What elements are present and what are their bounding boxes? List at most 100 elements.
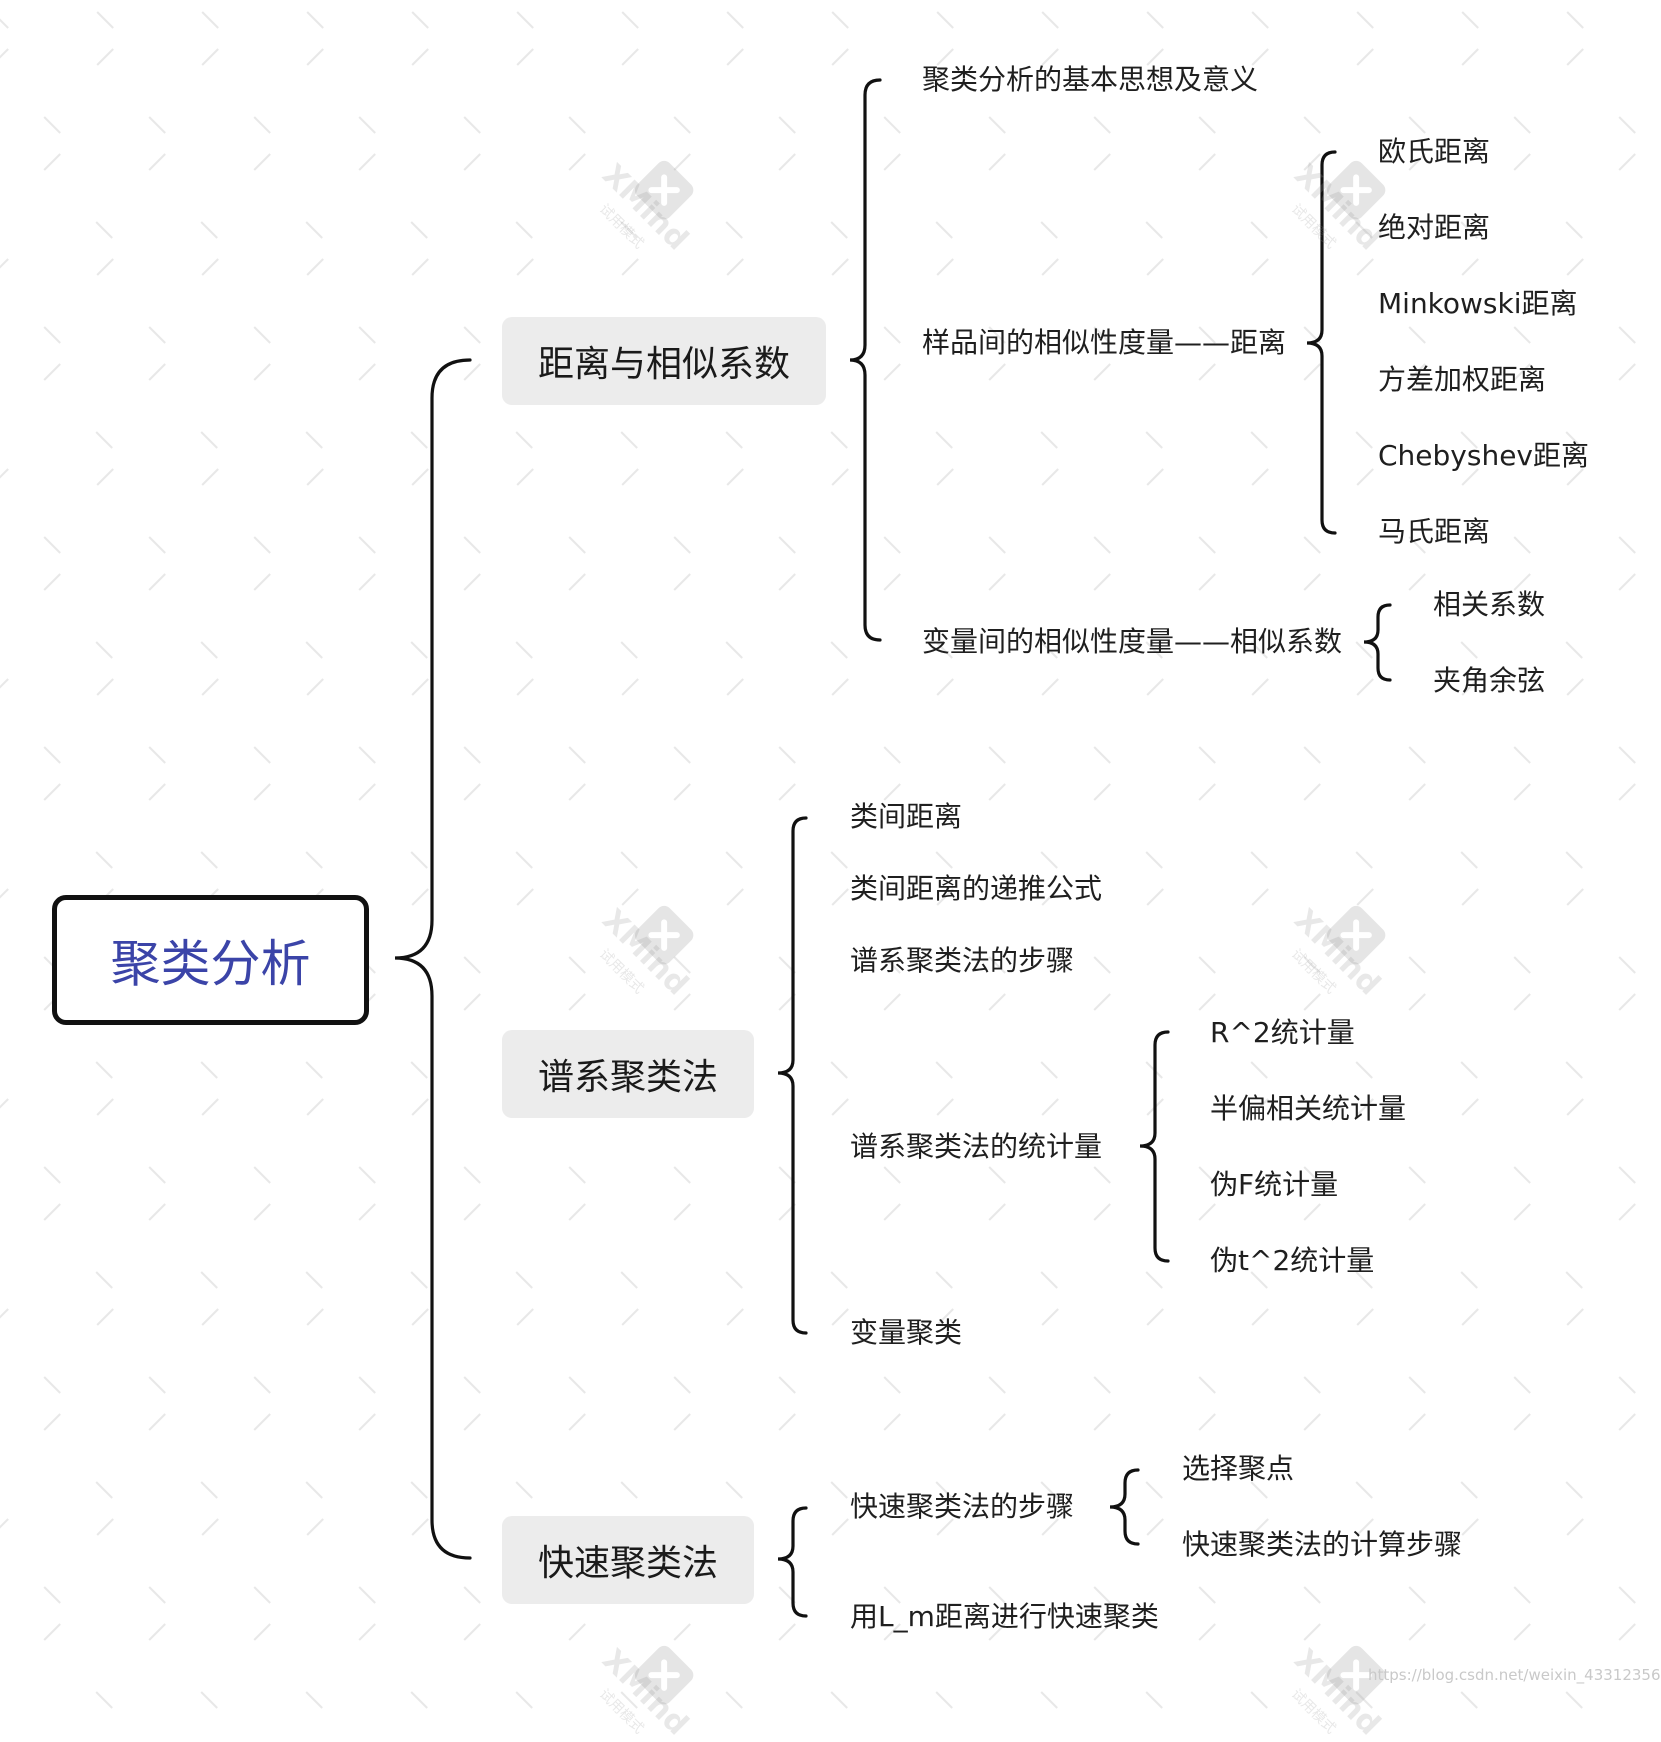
watermark-dash (148, 116, 166, 134)
branch-distance-similarity[interactable]: 距离与相似系数 (502, 317, 826, 405)
watermark-dash (1040, 1271, 1058, 1289)
watermark-dash (778, 1623, 796, 1641)
watermark-dash (1303, 1376, 1321, 1394)
watermark-dash (568, 153, 586, 171)
watermark-dash (410, 221, 428, 239)
watermark-dash (1513, 1413, 1531, 1431)
topic-variable-similarity[interactable]: 变量间的相似性度量——相似系数 (922, 625, 1343, 658)
watermark-dash (1250, 641, 1268, 659)
watermark-dash (1565, 641, 1583, 659)
watermark-dash (1251, 258, 1269, 276)
branch-hierarchical-clustering[interactable]: 谱系聚类法 (502, 1030, 754, 1118)
watermark-dash (673, 993, 691, 1011)
topic-between-cluster-distance[interactable]: 类间距离 (850, 800, 963, 833)
watermark-dash (568, 1623, 586, 1641)
watermark-dash (305, 1691, 323, 1709)
subtopic-variance-weighted-distance[interactable]: 方差加权距离 (1378, 363, 1547, 396)
topic-sample-distance[interactable]: 样品间的相似性度量——距离 (922, 326, 1287, 359)
topic-basic-idea[interactable]: 聚类分析的基本思想及意义 (922, 63, 1259, 96)
watermark-dash (568, 956, 586, 974)
watermark-dash (726, 1308, 744, 1326)
watermark-dash (306, 468, 324, 486)
subtopic-pseudo-f[interactable]: 伪F统计量 (1210, 1168, 1339, 1201)
watermark-dash (936, 678, 954, 696)
watermark-dash (253, 1586, 271, 1604)
watermark-dash (673, 536, 691, 554)
watermark-dash (883, 1623, 901, 1641)
watermark-dash (96, 258, 114, 276)
topic-lm-distance-clustering[interactable]: 用L_m距离进行快速聚类 (850, 1600, 1159, 1633)
watermark-dash (568, 1203, 586, 1221)
watermark-dash (1303, 573, 1321, 591)
xmind-logo-icon (634, 160, 694, 220)
watermark-dash (1146, 11, 1164, 29)
watermark-dash (1251, 11, 1269, 29)
watermark-dash (1041, 678, 1059, 696)
subtopic-correlation-coefficient[interactable]: 相关系数 (1433, 588, 1546, 621)
watermark-dash (1513, 993, 1531, 1011)
topic-hierarchical-steps[interactable]: 谱系聚类法的步骤 (850, 944, 1075, 977)
watermark-dash (411, 678, 429, 696)
watermark-dash (1145, 221, 1163, 239)
subtopic-pseudo-t2[interactable]: 伪t^2统计量 (1210, 1244, 1375, 1277)
topic-fast-clustering-steps[interactable]: 快速聚类法的步骤 (850, 1490, 1075, 1523)
subtopic-fast-computation-steps[interactable]: 快速聚类法的计算步骤 (1182, 1528, 1463, 1561)
watermark-dash (1251, 888, 1269, 906)
watermark-dash (1566, 468, 1584, 486)
subtopic-chebyshev-distance[interactable]: Chebyshev距离 (1378, 439, 1589, 472)
watermark-dash (43, 573, 61, 591)
source-credit: https://blog.csdn.net/weixin_43312356 (1368, 1666, 1661, 1684)
watermark-dash (726, 678, 744, 696)
watermark-dash (778, 116, 796, 134)
subtopic-r2-statistic[interactable]: R^2统计量 (1210, 1016, 1355, 1049)
watermark-dash (43, 1166, 61, 1184)
watermark-dash (1303, 116, 1321, 134)
watermark-dash (1040, 431, 1058, 449)
subtopic-absolute-distance[interactable]: 绝对距离 (1378, 211, 1491, 244)
root-node[interactable]: 聚类分析 (52, 895, 369, 1025)
subtopic-semipartial-correlation[interactable]: 半偏相关统计量 (1210, 1092, 1407, 1125)
watermark-dash (1250, 221, 1268, 239)
watermark-dash (1198, 1586, 1216, 1604)
watermark-dash (1198, 993, 1216, 1011)
subtopic-cosine[interactable]: 夹角余弦 (1433, 664, 1546, 697)
watermark-dash (1460, 1691, 1478, 1709)
branch-fast-clustering[interactable]: 快速聚类法 (502, 1516, 754, 1604)
subtopic-euclidean-distance[interactable]: 欧氏距离 (1378, 135, 1491, 168)
subtopic-mahalanobis-distance[interactable]: 马氏距离 (1378, 515, 1491, 548)
watermark-dash (1408, 746, 1426, 764)
watermark-dash (883, 573, 901, 591)
watermark-dash (1145, 431, 1163, 449)
xmind-logo-icon (634, 1645, 694, 1705)
branch3-bracket (777, 1506, 808, 1618)
subtopic-minkowski-distance[interactable]: Minkowski距离 (1378, 287, 1578, 320)
topic-recursive-formula[interactable]: 类间距离的递推公式 (850, 872, 1103, 905)
subtopic-select-seeds[interactable]: 选择聚点 (1182, 1452, 1295, 1485)
watermark-dash (358, 116, 376, 134)
watermark-dash (358, 153, 376, 171)
watermark-dash (410, 851, 428, 869)
watermark-dash (0, 678, 9, 689)
watermark-dash (463, 783, 481, 801)
watermark-dash (830, 1271, 848, 1289)
watermark-dash (1146, 48, 1164, 66)
topic-hierarchical-statistics[interactable]: 谱系聚类法的统计量 (850, 1130, 1103, 1163)
watermark-dash (831, 11, 849, 29)
watermark-dash (253, 116, 271, 134)
watermark-dash (410, 641, 428, 659)
watermark-dash (1618, 746, 1636, 764)
watermark-dash (1356, 1098, 1374, 1116)
watermark-dash (410, 1061, 428, 1079)
branch1-bracket (849, 78, 882, 642)
watermark-dash (1565, 1691, 1583, 1709)
watermark-dash (935, 1271, 953, 1289)
watermark-dash (1251, 1308, 1269, 1326)
watermark-dash (96, 48, 114, 66)
watermark-dash (200, 221, 218, 239)
watermark-dash (253, 783, 271, 801)
watermark-dash (0, 1518, 9, 1529)
watermark-dash (1198, 1166, 1216, 1184)
watermark-dash (1408, 1166, 1426, 1184)
topic-variable-clustering[interactable]: 变量聚类 (850, 1316, 963, 1349)
watermark-dash (1566, 1098, 1584, 1116)
